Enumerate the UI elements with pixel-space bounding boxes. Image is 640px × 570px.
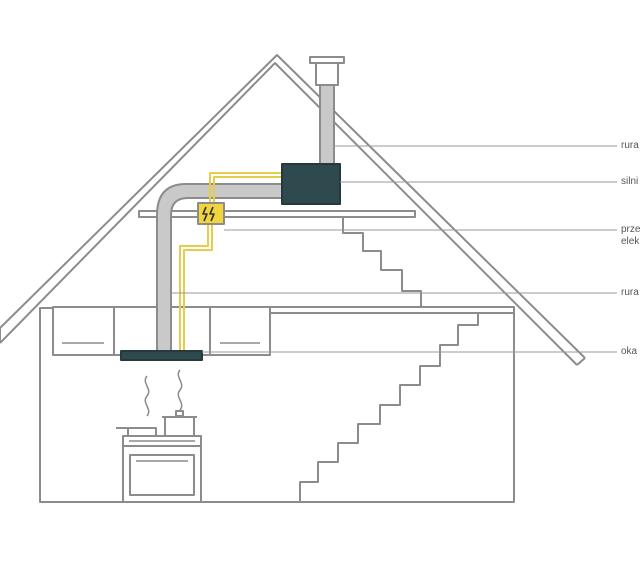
lightning-icon bbox=[202, 206, 215, 222]
fan-motor bbox=[281, 163, 341, 205]
label-pipe-mid: rura bbox=[621, 287, 639, 298]
label-wire-line1: prze bbox=[621, 224, 640, 235]
cooker-hood bbox=[120, 350, 203, 361]
steam-icon bbox=[144, 369, 183, 417]
label-motor: silni bbox=[621, 176, 639, 187]
attic-floor bbox=[138, 210, 416, 218]
ceiling-ledge bbox=[269, 306, 515, 314]
label-wire-line2: elek bbox=[621, 236, 640, 247]
attic-stairs bbox=[342, 217, 422, 308]
main-stairs bbox=[299, 313, 479, 502]
leader-lines bbox=[171, 145, 617, 353]
label-pipe-top: rura bbox=[621, 140, 639, 151]
stove bbox=[122, 435, 202, 503]
roof bbox=[0, 54, 586, 366]
chimney-pipe bbox=[309, 56, 345, 168]
junction-box bbox=[197, 202, 225, 225]
electric-wire bbox=[179, 172, 290, 352]
label-hood: oka bbox=[621, 346, 638, 357]
